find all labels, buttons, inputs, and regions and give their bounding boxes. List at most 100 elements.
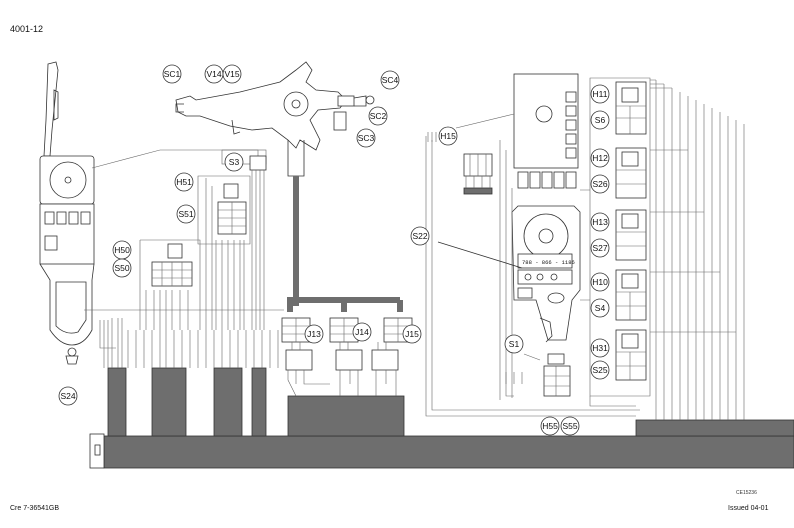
callout-s27: S27 (590, 238, 610, 258)
h12-s26-switch (615, 147, 647, 199)
svg-text:S6: S6 (595, 115, 606, 125)
callout-s55: S55 (560, 416, 580, 436)
s51-wires (205, 178, 245, 330)
harness-block-1 (107, 367, 127, 437)
figure-reference: CE15236 (736, 490, 757, 496)
svg-text:H55: H55 (542, 421, 558, 431)
harness-block-2 (151, 367, 187, 437)
joystick-assembly (175, 61, 375, 177)
callout-s50: S50 (112, 258, 132, 278)
connector-j13 (281, 317, 330, 397)
callout-v14: V14 (204, 64, 224, 84)
svg-text:H31: H31 (592, 343, 608, 353)
joystick-harness-branch (287, 297, 403, 312)
h10-s4-switch (615, 269, 647, 321)
svg-text:S4: S4 (595, 303, 606, 313)
callout-j15: J15 (402, 324, 422, 344)
svg-text:SC1: SC1 (164, 69, 181, 79)
svg-text:SC3: SC3 (358, 133, 375, 143)
callout-h55: H55 (540, 416, 560, 436)
h50-switch-top (167, 243, 183, 259)
svg-text:H50: H50 (114, 245, 130, 255)
callout-v15: V15 (222, 64, 242, 84)
s3-wires (251, 170, 265, 330)
harness-block-3 (213, 367, 243, 437)
right-lower-wires (580, 189, 636, 407)
s1-switch (505, 353, 571, 397)
main-harness-bar (103, 435, 794, 469)
handle-leader (91, 149, 259, 169)
svg-text:H12: H12 (592, 153, 608, 163)
svg-text:S27: S27 (592, 243, 607, 253)
callout-s22: S22 (410, 226, 430, 246)
s3-connector (249, 155, 267, 171)
console-wires (425, 136, 640, 417)
svg-text:S55: S55 (562, 421, 577, 431)
callout-sc4: SC4 (380, 70, 400, 90)
callout-s25: S25 (590, 360, 610, 380)
display-readout: 788 - 866 - 1186 (522, 259, 575, 266)
svg-text:V15: V15 (224, 69, 239, 79)
callout-j13: J13 (304, 324, 324, 344)
callout-j14: J14 (352, 322, 372, 342)
s51-switch-grid (218, 202, 246, 234)
callout-s3: S3 (224, 152, 244, 172)
callout-h51: H51 (174, 172, 194, 192)
h13-s27-switch (615, 209, 647, 261)
callout-h15: H15 (438, 126, 458, 146)
svg-text:SC4: SC4 (382, 75, 399, 85)
callout-s51: S51 (176, 204, 196, 224)
right-riser-wires (650, 79, 745, 420)
s1-leader (523, 353, 541, 361)
callout-s4: S4 (590, 298, 610, 318)
svg-text:H11: H11 (593, 89, 608, 99)
right-column-frame (589, 77, 651, 397)
svg-text:S3: S3 (229, 157, 240, 167)
callout-s26: S26 (590, 174, 610, 194)
svg-text:V14: V14 (206, 69, 221, 79)
svg-text:S22: S22 (412, 231, 427, 241)
svg-text:S26: S26 (592, 179, 607, 189)
callout-s6: S6 (590, 110, 610, 130)
s50-switch-grid (152, 262, 192, 286)
s51-frame (197, 175, 251, 245)
svg-text:H15: H15 (440, 131, 456, 141)
svg-text:S25: S25 (592, 365, 607, 375)
s22-arrow (437, 241, 523, 269)
h51-switch-top (223, 183, 239, 199)
harness-block-centre (287, 395, 405, 437)
h15-leader (455, 113, 515, 129)
page-reference-top: 4001-12 (10, 24, 44, 34)
right-control-console (511, 73, 581, 343)
h11-s6-switch (615, 81, 647, 135)
page-reference-bottom-left: Cre 7-36541GB (10, 505, 60, 512)
page-reference-bottom-right: Issued 04-01 (728, 505, 769, 512)
svg-text:H10: H10 (592, 277, 608, 287)
svg-text:H51: H51 (176, 177, 192, 187)
svg-text:J15: J15 (405, 329, 419, 339)
callout-sc2: SC2 (368, 106, 388, 126)
h31-s25-switch (615, 329, 647, 381)
svg-text:S50: S50 (114, 263, 129, 273)
s50-wires (139, 239, 201, 330)
svg-text:J14: J14 (355, 327, 369, 337)
callout-h50: H50 (112, 240, 132, 260)
svg-text:SC2: SC2 (370, 111, 387, 121)
callout-h12: H12 (590, 148, 610, 168)
callout-h13: H13 (590, 212, 610, 232)
callout-h31: H31 (590, 338, 610, 358)
svg-text:S1: S1 (509, 339, 520, 349)
harness-connector-left (94, 444, 101, 456)
callout-sc3: SC3 (356, 128, 376, 148)
left-wire-bundles (84, 309, 284, 368)
svg-text:S24: S24 (60, 391, 75, 401)
svg-text:H13: H13 (592, 217, 608, 227)
svg-text:J13: J13 (307, 329, 321, 339)
callout-s1: S1 (504, 334, 524, 354)
svg-text:S51: S51 (178, 209, 193, 219)
harness-block-4 (251, 367, 267, 437)
callout-h11: H11 (590, 84, 610, 104)
callout-sc1: SC1 (162, 64, 182, 84)
h15-connector-block (427, 132, 493, 195)
